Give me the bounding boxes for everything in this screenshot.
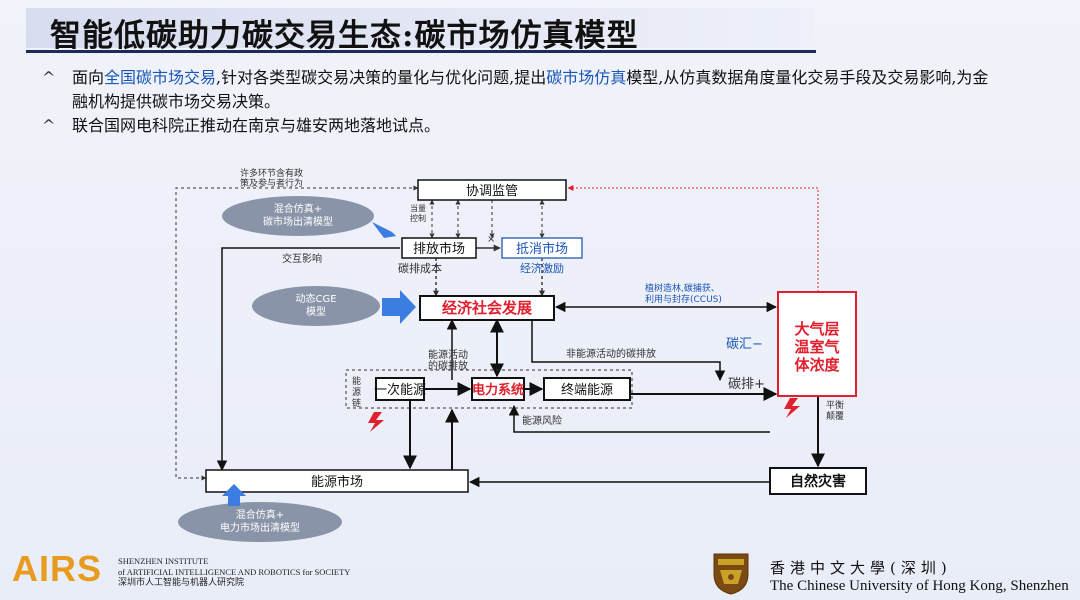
- institute-line: of ARTIFICIAL INTELLIGENCE AND ROBOTICS …: [118, 567, 351, 577]
- atmosphere-label-line: 大气层: [794, 320, 839, 338]
- primary-energy-label: 一次能源: [374, 382, 426, 398]
- bullet-text: 联合国网电科院正推动在南京与雄安两地落地试点。: [72, 116, 441, 135]
- ellipse-text: 动态CGE: [295, 292, 336, 305]
- coord-box: 协调监管: [417, 179, 567, 201]
- bullet-caret-icon: ^: [42, 68, 56, 87]
- econ-label: 经济社会发展: [442, 299, 532, 317]
- bullet-item-1: ^ 面向全国碳市场交易,针对各类型碳交易决策的量化与优化问题,提出碳市场仿真模型…: [40, 66, 1000, 114]
- ellipse-cge: 动态CGE 模型: [252, 286, 380, 326]
- title-underline: [26, 50, 816, 53]
- title-bar: [26, 8, 814, 48]
- coord-label: 协调监管: [466, 184, 518, 199]
- ellipse-text: 电力市场出清模型: [220, 521, 300, 534]
- ellipse-mix-carbon: 混合仿真+ 碳市场出清模型: [222, 196, 374, 236]
- primary-energy-box: 一次能源: [374, 377, 426, 401]
- ellipse-text: 混合仿真+: [236, 508, 284, 521]
- carbon-cost-label: 碳排成本: [398, 261, 442, 275]
- energy-risk-label: 能源风险: [522, 414, 562, 427]
- energy-activity-label: 的碳排放: [428, 359, 468, 372]
- forest-label: 植树造林,碳捕获、: [645, 282, 720, 294]
- offset-market-box: 抵消市场: [501, 237, 583, 259]
- balance-label: 平衡: [826, 399, 844, 411]
- lightning-icon: [368, 412, 384, 432]
- airs-logo: AIRS: [12, 548, 103, 589]
- blue-arrow-icon: [222, 484, 246, 506]
- atmosphere-box: 大气层 温室气 体浓度: [777, 291, 857, 397]
- connector-lines: [175, 185, 825, 488]
- lightning-icon: [784, 398, 800, 418]
- cuhk-name-en: The Chinese University of Hong Kong, She…: [770, 578, 1069, 594]
- highlight-text: 全国碳市场交易: [104, 68, 217, 87]
- bullet-list: ^ 面向全国碳市场交易,针对各类型碳交易决策的量化与优化问题,提出碳市场仿真模型…: [40, 66, 1000, 138]
- power-system-box: 电力系统: [471, 377, 525, 401]
- institute-line: SHENZHEN INSTITUTE: [118, 556, 209, 566]
- energy-activity-label: 能源活动: [428, 348, 468, 361]
- offset-market-label: 抵消市场: [516, 241, 568, 257]
- natural-disaster-box: 自然灾害: [769, 467, 867, 495]
- econ-box: 经济社会发展: [419, 295, 555, 321]
- atmosphere-label-line: 温室气: [794, 338, 839, 356]
- energy-market-label: 能源市场: [311, 474, 363, 490]
- ellipse-text: 模型: [306, 305, 326, 318]
- energy-chain-label: 链: [352, 397, 361, 409]
- blue-arrow-icon: [372, 222, 400, 240]
- quota-label: 控制: [410, 213, 426, 223]
- quota-label: 当量: [410, 203, 426, 213]
- non-energy-label: 非能源活动的碳排放: [566, 347, 656, 360]
- forest-label: 利用与封存(CCUS): [645, 293, 722, 305]
- energy-chain-label: 源: [352, 387, 361, 398]
- carbon-sink-label: 碳汇−: [726, 337, 763, 352]
- bullet-text: 面向: [72, 68, 105, 87]
- highlight-text: 碳市场仿真: [546, 68, 627, 87]
- slide-title: 智能低碳助力碳交易生态:碳市场仿真模型: [50, 18, 639, 54]
- bullet-caret-icon: ^: [42, 116, 56, 135]
- blue-arrow-icon: [382, 290, 416, 324]
- ellipse-mix-power: 混合仿真+ 电力市场出清模型: [178, 502, 342, 542]
- policy-label: 许多环节含有政: [240, 167, 303, 179]
- bullet-text: ,针对各类型碳交易决策的量化与优化问题,提出: [216, 68, 547, 87]
- energy-chain-label: 能: [352, 375, 361, 387]
- terminal-energy-label: 终端能源: [561, 382, 613, 398]
- bullet-item-2: ^ 联合国网电科院正推动在南京与雄安两地落地试点。: [40, 114, 1000, 138]
- emission-market-box: 排放市场: [401, 237, 477, 259]
- bullet-text: 模型,从仿真数据角度量化交易手段及交易影响,为金融机构提供碳市场交易决策。: [72, 68, 989, 111]
- energy-market-box: 能源市场: [205, 469, 469, 493]
- institute-line-zh: 深圳市人工智能与机器人研究院: [118, 578, 245, 588]
- cross-mark-icon: ×: [487, 234, 495, 245]
- carbon-emit-label: 碳排+: [728, 377, 765, 392]
- natural-disaster-label: 自然灾害: [790, 473, 846, 490]
- cuhk-crest-icon: [713, 553, 749, 595]
- cuhk-name-zh: 香港中文大學(深圳): [770, 559, 952, 577]
- balance-label: 颠覆: [826, 410, 844, 422]
- ellipse-text: 混合仿真+: [274, 202, 322, 215]
- interaction-label: 交互影响: [282, 252, 322, 265]
- ellipse-text: 碳市场出清模型: [263, 215, 333, 228]
- atmosphere-label-line: 体浓度: [794, 356, 840, 374]
- emission-market-label: 排放市场: [413, 241, 465, 257]
- power-system-label: 电力系统: [472, 382, 524, 398]
- policy-label: 策及参与者行为: [240, 177, 303, 189]
- econ-incentive-label: 经济激励: [520, 261, 564, 275]
- terminal-energy-box: 终端能源: [543, 377, 631, 401]
- institute-name: SHENZHEN INSTITUTE of ARTIFICIAL INTELLI…: [118, 556, 350, 589]
